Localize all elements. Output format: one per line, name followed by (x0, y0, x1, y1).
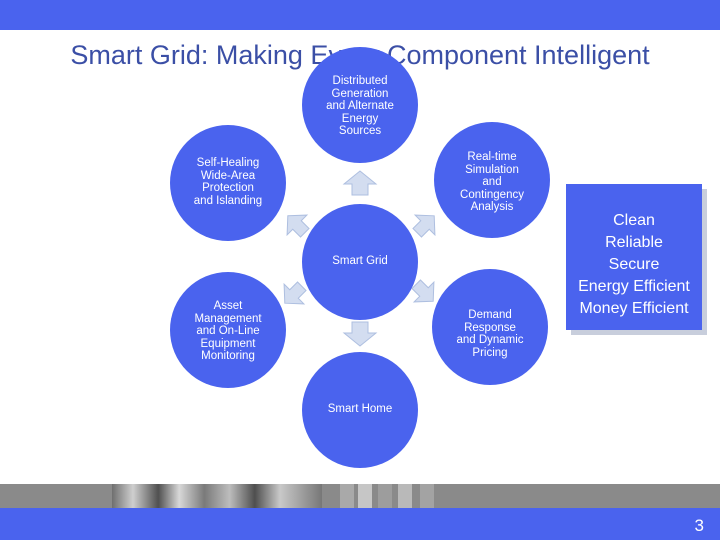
node-label-smart-home: Smart Home (327, 403, 393, 415)
node-circle-smart-home (302, 352, 418, 468)
benefit-item: Reliable (605, 234, 663, 251)
arrow-downright-icon (411, 279, 435, 303)
arrow-downleft-icon (283, 281, 307, 305)
arrow-upright-icon (412, 214, 436, 238)
node-circle-demand-response (432, 269, 548, 385)
benefit-item: Money Efficient (579, 300, 689, 317)
benefit-item: Clean (613, 212, 655, 229)
arrow-down-icon (342, 321, 378, 347)
node-circle-self-healing (170, 125, 286, 241)
node-circle-realtime-simulation (434, 122, 550, 238)
footer-decor-square (358, 484, 372, 508)
footer-photo-collage (112, 484, 322, 508)
bottom-footer-band: 3 (0, 508, 720, 540)
page-number: 3 (694, 516, 704, 535)
node-circle-distributed-generation (302, 47, 418, 163)
benefits-list: Clean Reliable Secure Energy Efficient M… (566, 210, 702, 320)
node-circle-asset-management (170, 272, 286, 388)
node-label-distributed-generation: Distributed Generation and Alternate Ene… (326, 75, 394, 137)
benefit-item: Energy Efficient (578, 278, 690, 295)
node-label-smart-grid: Smart Grid (332, 255, 388, 267)
node-label-demand-response: Demand Response and Dynamic Pricing (456, 309, 524, 359)
benefits-box: Clean Reliable Secure Energy Efficient M… (566, 184, 702, 330)
footer-decor-square (398, 484, 412, 508)
arrow-upleft-icon (286, 214, 310, 238)
footer-image-strip (0, 484, 720, 508)
footer-decor-square (378, 484, 392, 508)
node-label-self-healing: Self-Healing Wide-Area Protection and Is… (193, 157, 263, 207)
node-label-asset-management: Asset Management and On-Line Equipment M… (194, 300, 262, 362)
node-label-realtime-simulation: Real-time Simulation and Contingency Ana… (460, 151, 524, 213)
footer-decor-square (420, 484, 434, 508)
node-circle-smart-grid (302, 204, 418, 320)
footer-decor-square (340, 484, 354, 508)
benefit-item: Secure (608, 256, 660, 273)
arrow-up-icon (342, 170, 378, 196)
top-header-band (0, 0, 720, 30)
